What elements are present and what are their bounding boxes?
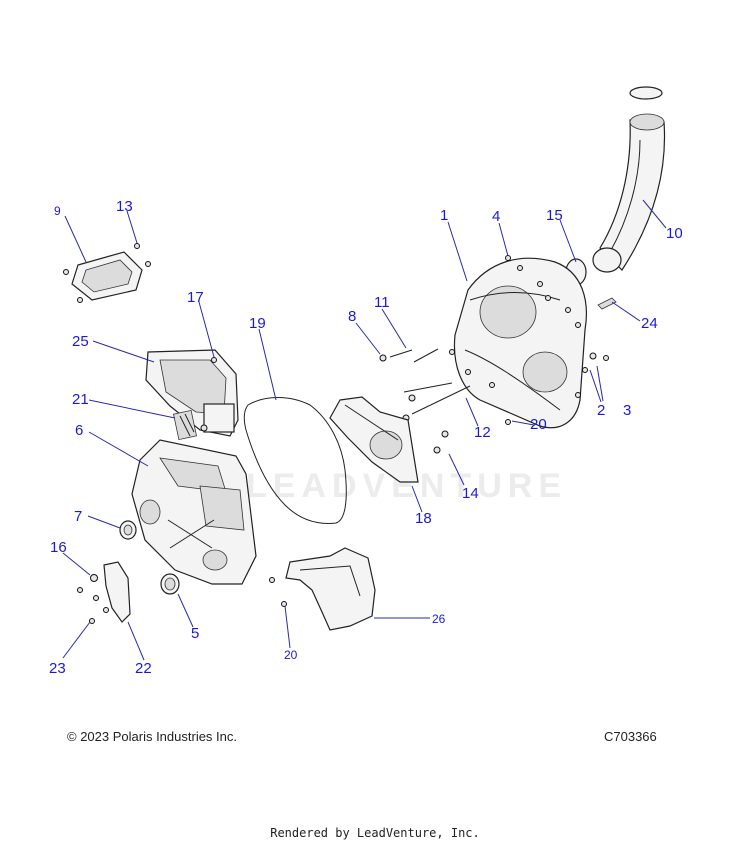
- inner-plate: [329, 396, 419, 483]
- callout-10[interactable]: 10: [666, 225, 683, 242]
- callout-labels: 1 2 3 4 5 6 7 8 9 10 11 12 13 14 15 16 1…: [49, 198, 683, 677]
- heat-shield: [269, 547, 376, 631]
- callout-26[interactable]: 26: [432, 612, 446, 626]
- rendered-by-credit: Rendered by LeadVenture, Inc.: [270, 826, 480, 840]
- copyright-notice: © 2023 Polaris Industries Inc.: [67, 729, 237, 744]
- callout-4[interactable]: 4: [492, 208, 500, 225]
- outer-clutch-cover: [453, 257, 587, 429]
- callout-14[interactable]: 14: [462, 485, 479, 502]
- callout-22[interactable]: 22: [135, 660, 152, 677]
- cover-gasket-loop: [243, 397, 347, 524]
- small-bracket: [597, 297, 617, 310]
- cover-bolts: [449, 255, 609, 398]
- callout-25[interactable]: 25: [72, 333, 89, 350]
- callout-19[interactable]: 19: [249, 315, 266, 332]
- callout-7[interactable]: 7: [74, 508, 82, 525]
- callout-20-right[interactable]: 20: [530, 416, 547, 433]
- leader-lines: [62, 199, 667, 661]
- callout-6[interactable]: 6: [75, 422, 83, 439]
- filter-screen: [173, 409, 208, 441]
- callout-15[interactable]: 15: [546, 207, 563, 224]
- air-duct-tube: [592, 86, 666, 273]
- callout-24[interactable]: 24: [641, 315, 658, 332]
- callout-16[interactable]: 16: [50, 539, 67, 556]
- callout-8[interactable]: 8: [348, 308, 356, 325]
- callout-23[interactable]: 23: [49, 660, 66, 677]
- callout-1[interactable]: 1: [440, 207, 448, 224]
- callout-11[interactable]: 11: [374, 294, 390, 311]
- inner-clutch-cover: [131, 439, 257, 585]
- figure-code: C703366: [604, 729, 657, 744]
- lower-bracket: [77, 561, 131, 624]
- small-bolts-14: [433, 419, 511, 454]
- callout-9[interactable]: 9: [54, 204, 61, 218]
- callout-18[interactable]: 18: [415, 510, 432, 527]
- callout-17[interactable]: 17: [187, 289, 204, 306]
- mount-bracket-frame: [63, 243, 151, 303]
- callout-13[interactable]: 13: [116, 198, 133, 215]
- callout-12[interactable]: 12: [474, 424, 491, 441]
- callout-5[interactable]: 5: [191, 625, 199, 642]
- callout-3[interactable]: 3: [623, 402, 631, 419]
- callout-20-bottom[interactable]: 20: [284, 648, 298, 662]
- callout-2[interactable]: 2: [597, 402, 605, 419]
- intake-housing: [145, 349, 239, 437]
- callout-21[interactable]: 21: [72, 391, 89, 408]
